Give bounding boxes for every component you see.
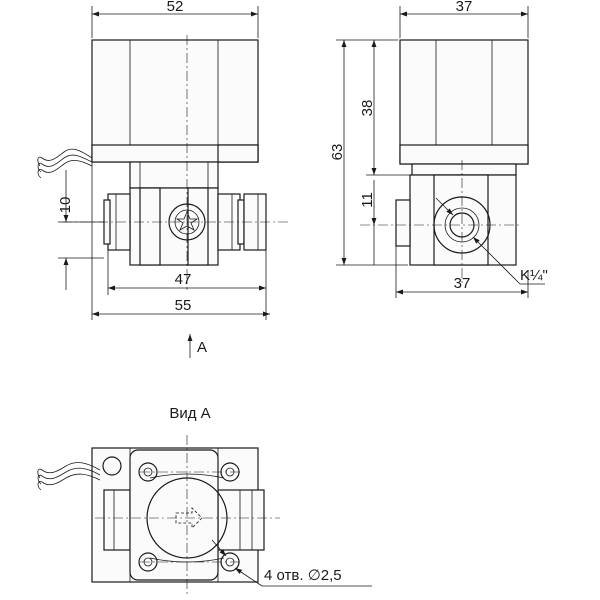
bottom-port-left [103,489,131,551]
bottom-lead-wires [37,462,101,491]
thread-label: K¼" [520,267,548,284]
lead-grommet [102,456,122,476]
dim-side-width-bottom: 37 [454,275,471,292]
bottom-view: Вид А [37,405,372,595]
side-coil-body [399,39,529,165]
side-view: 37 63 38 11 37 K¼" [329,0,548,298]
coil-body [91,39,259,163]
dim-height-left: 10 [57,197,74,214]
dim-height-port: 11 [359,192,376,208]
dim-side-width-top: 37 [456,0,473,15]
flow-direction-icon [175,507,203,529]
mounting-hole [138,552,158,572]
thread-leader [435,197,454,216]
mounting-hole [138,462,158,482]
side-rear-boss [395,199,411,247]
dim-height-coil: 38 [359,100,376,117]
dim-width-top: 52 [167,0,184,15]
dim-width-overall: 55 [175,297,192,314]
holes-note: 4 отв. ∅2,5 [264,567,342,584]
lead-wires [37,148,93,179]
dim-width-ports: 47 [175,271,192,288]
view-arrow-label: A [197,339,207,356]
bottom-port-right [217,489,265,551]
terminal-block [217,144,259,163]
dim-height-overall: 63 [329,144,346,161]
holes-leader [211,539,227,557]
star-mark-icon [175,210,199,231]
front-view: 52 10 47 55 A [37,0,290,358]
bottom-view-title: Вид А [169,405,210,422]
